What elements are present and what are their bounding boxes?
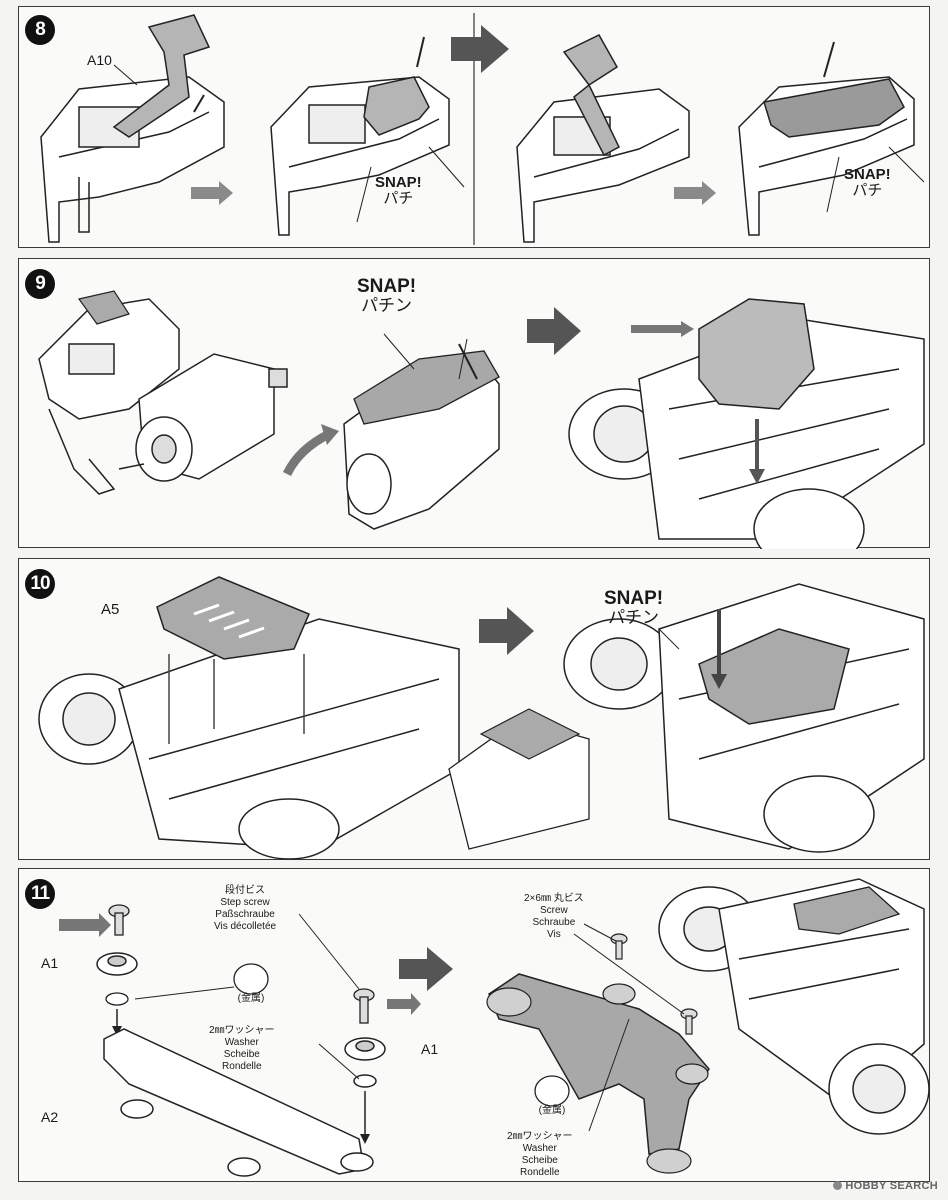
step-8-panel: 8 A10 SNAP! パチ SNAP! パチ [18, 6, 930, 248]
washer-label-right: 2㎜ワッシャー Washer Scheibe Rondelle [507, 1131, 573, 1179]
snap-jp-text: パチン [361, 295, 413, 315]
screw-2x6-en: Screw [539, 905, 568, 916]
snap-callout-right: SNAP! パチ [844, 167, 891, 199]
watermark-icon [833, 1181, 843, 1190]
snap-text: SNAP! [844, 166, 891, 183]
washer-en: Washer [224, 1037, 259, 1048]
step-9-panel: 9 SNAP! パチン [18, 258, 930, 549]
step-11-panel: 11 段付ビス Step screw Paßschraube Vis décol… [18, 868, 930, 1182]
watermark-text: HOBBY SEARCH [845, 1180, 938, 1192]
step-10-illustration [38, 576, 925, 860]
snap-text: SNAP! [375, 174, 422, 191]
part-a1-right-label: A1 [421, 1041, 439, 1057]
step-screw-de: Paßschraube [215, 909, 275, 920]
step-9-badge: 9 [25, 269, 55, 299]
watermark: HOBBY SEARCH [833, 1180, 938, 1192]
washer-de: Scheibe [223, 1049, 260, 1060]
washer-fr: Rondelle [222, 1061, 262, 1072]
step-10-panel: 10 A5 SNAP! パチン [18, 558, 930, 860]
washer-fr: Rondelle [520, 1167, 560, 1178]
metal-note-left: (金属) [237, 993, 265, 1004]
snap-jp-text: パチ [383, 189, 414, 207]
step-screw-fr: Vis décolletée [214, 921, 277, 932]
part-a2-label: A2 [41, 1109, 59, 1125]
snap-callout: SNAP! パチン [604, 589, 663, 627]
washer-en: Washer [522, 1143, 557, 1154]
washer-label-middle: 2㎜ワッシャー Washer Scheibe Rondelle [209, 1025, 275, 1073]
part-a5-label: A5 [101, 601, 120, 618]
screw-2x6-jp: 2×6㎜ 丸ビス [524, 893, 584, 904]
washer-jp: 2㎜ワッシャー [209, 1025, 275, 1036]
part-a1-left-label: A1 [41, 955, 59, 971]
step-screw-en: Step screw [220, 897, 270, 908]
step-8-badge: 8 [25, 15, 55, 45]
snap-callout-left: SNAP! パチ [375, 175, 422, 207]
step-11-badge: 11 [25, 879, 55, 909]
part-a10-label: A10 [87, 52, 112, 68]
step-9-illustration [38, 290, 925, 549]
screw-2x6-label: 2×6㎜ 丸ビス Screw Schraube Vis [524, 893, 584, 941]
snap-text: SNAP! [357, 276, 417, 297]
washer-de: Scheibe [521, 1155, 558, 1166]
snap-callout: SNAP! パチン [357, 277, 416, 315]
step-screw-jp: 段付ビス [225, 885, 266, 896]
screw-2x6-fr: Vis [547, 929, 561, 940]
metal-note-right: (金属) [538, 1105, 566, 1116]
screw-2x6-de: Schraube [532, 917, 576, 928]
step-screw-label: 段付ビス Step screw Paßschraube Vis décollet… [214, 885, 276, 933]
step-10-badge: 10 [25, 569, 55, 599]
snap-jp-text: パチ [852, 181, 883, 199]
snap-text: SNAP! [604, 588, 664, 609]
step-8-illustration [40, 13, 925, 245]
step-11-illustration [59, 878, 930, 1177]
washer-jp: 2㎜ワッシャー [507, 1131, 573, 1142]
snap-jp-text: パチン [608, 607, 660, 627]
